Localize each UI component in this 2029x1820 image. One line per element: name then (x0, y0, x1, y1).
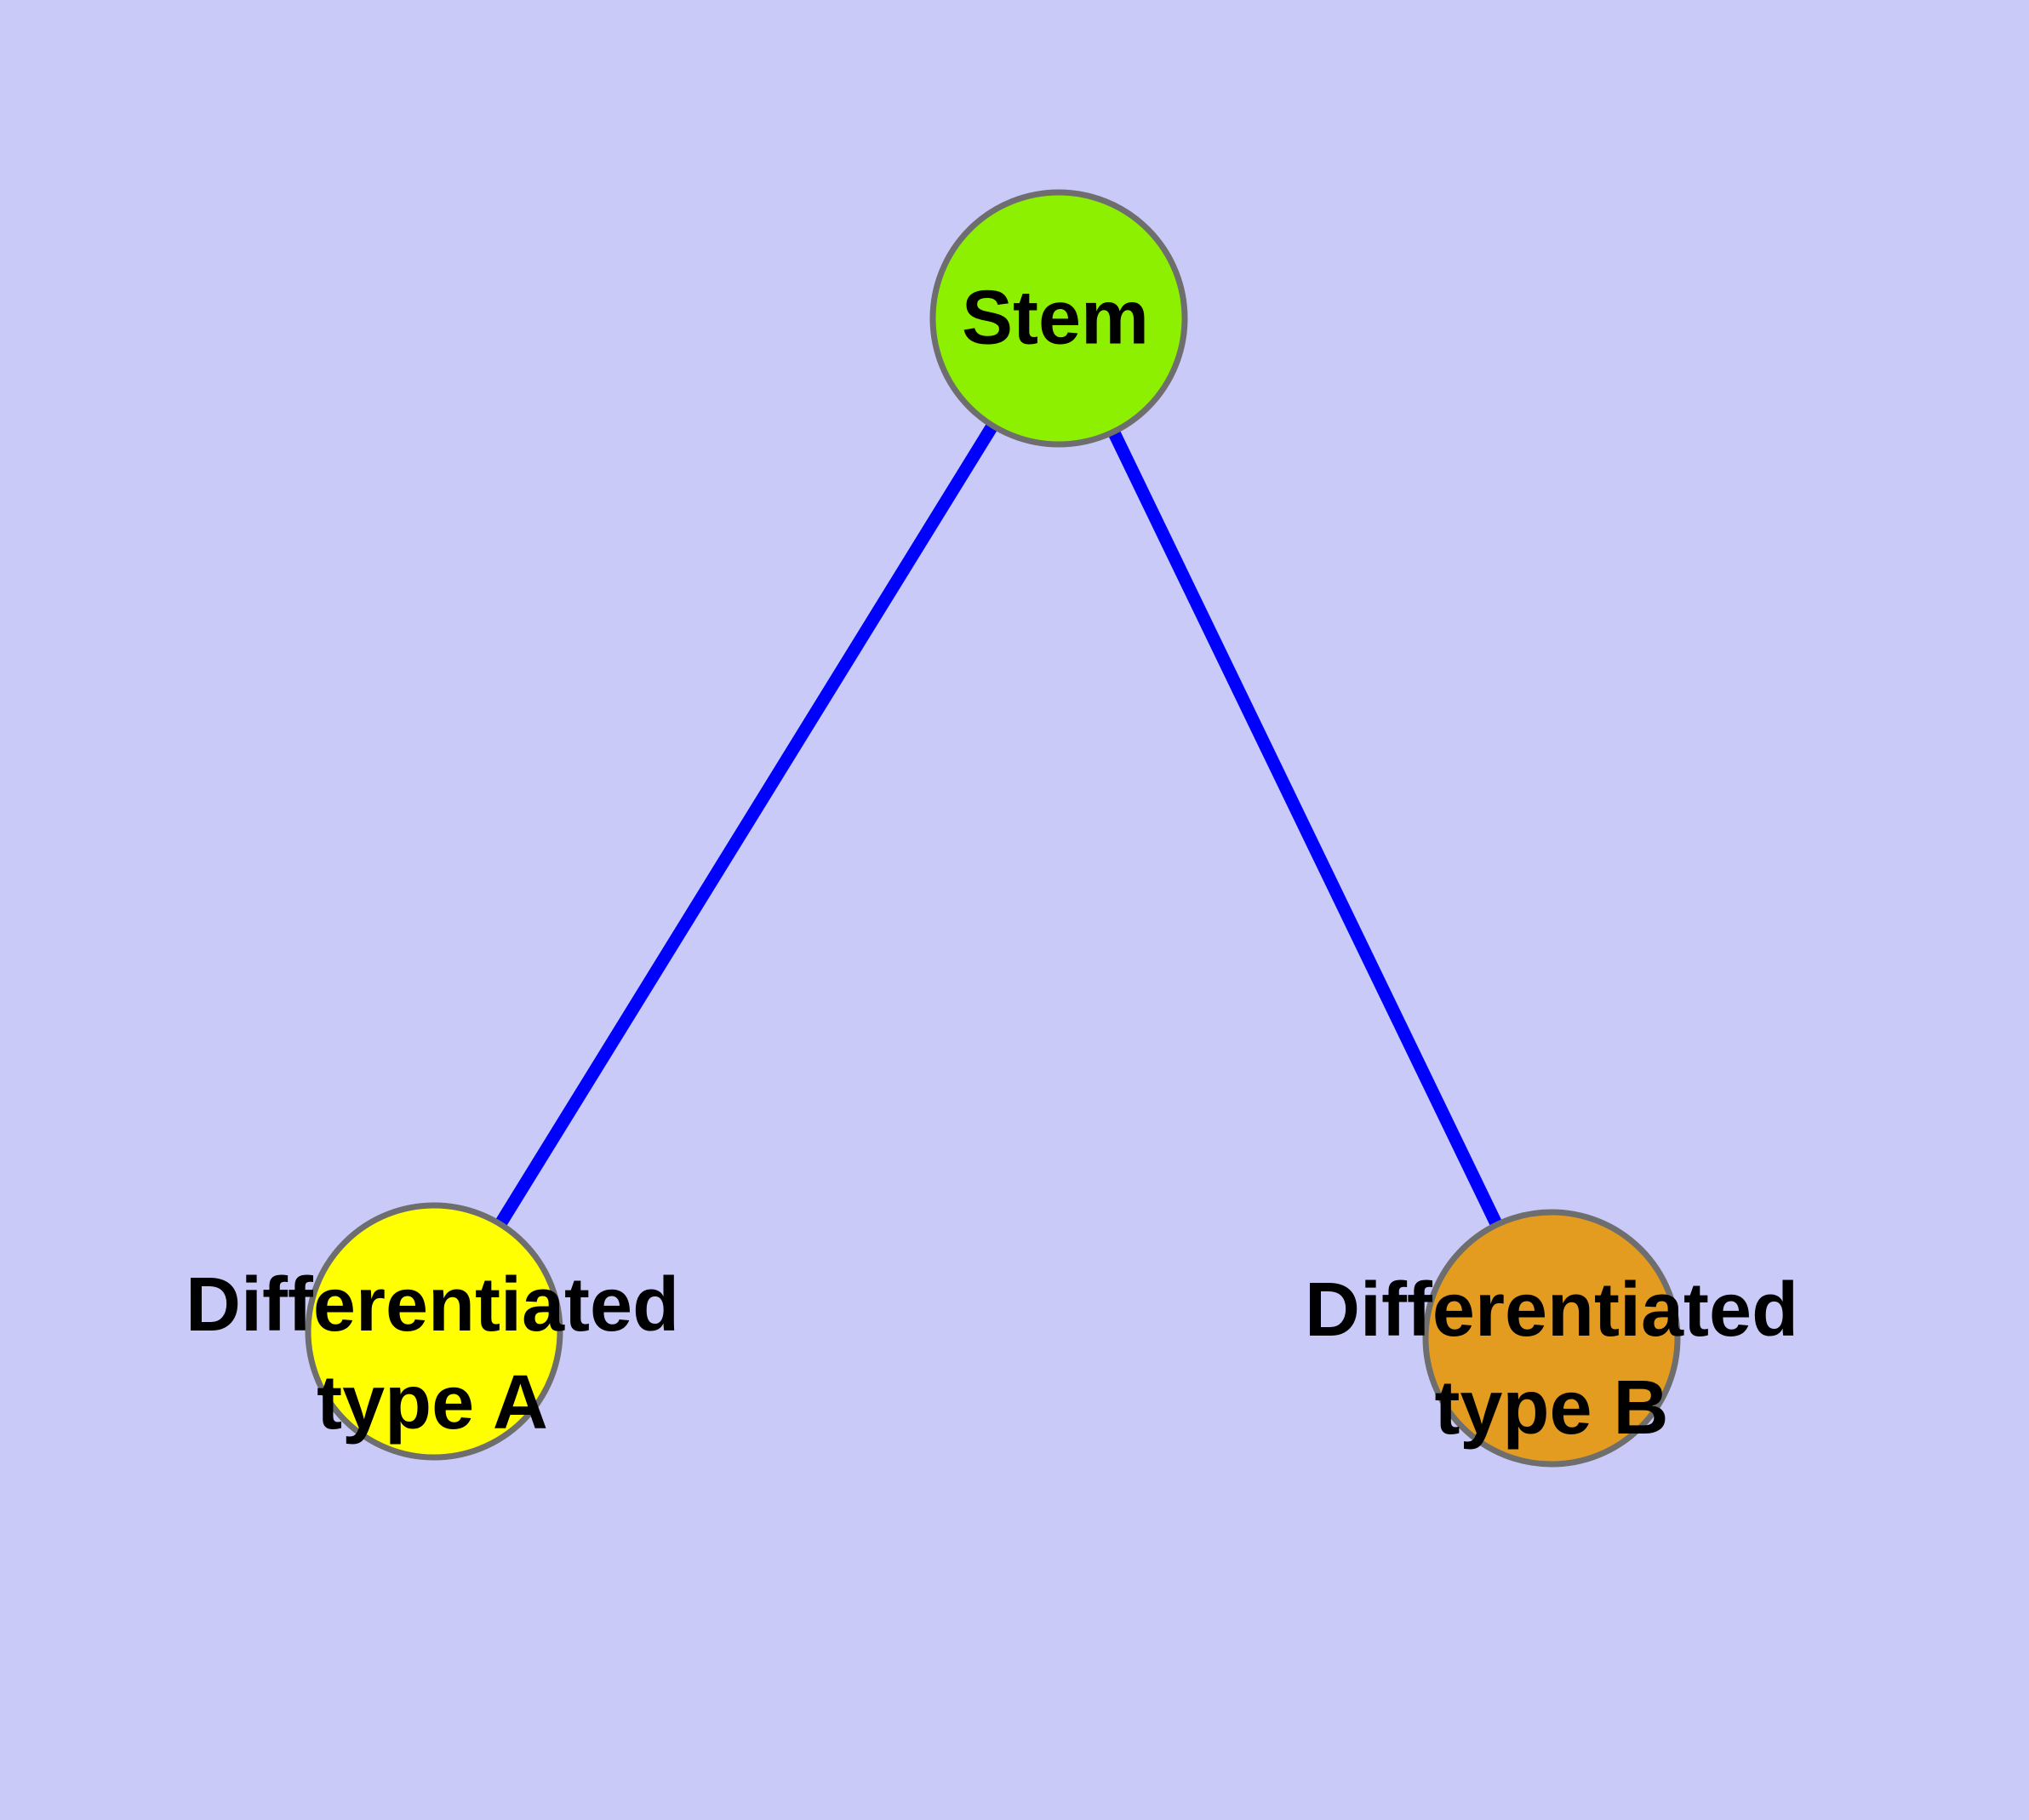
node-type-a-label: Differentiated type A (186, 1256, 679, 1452)
node-type-a-label-line1: Differentiated (185, 1262, 680, 1348)
node-stem-circle (929, 189, 1188, 448)
edge-stem-to-type-b (1053, 315, 1557, 1342)
node-stem-label-text: Stem (961, 275, 1150, 361)
node-type-b-label: Differentiated type B (1305, 1262, 1798, 1457)
node-type-b-label-line1: Differentiated (1304, 1268, 1799, 1353)
node-type-a-label-line2: type A (317, 1360, 548, 1445)
node-type-b-label-line2: type B (1434, 1365, 1669, 1451)
edge-stem-to-type-a (428, 315, 1065, 1335)
node-type-a-circle (305, 1202, 563, 1461)
node-type-b-circle (1422, 1209, 1681, 1468)
node-stem-label: Stem (962, 270, 1149, 368)
